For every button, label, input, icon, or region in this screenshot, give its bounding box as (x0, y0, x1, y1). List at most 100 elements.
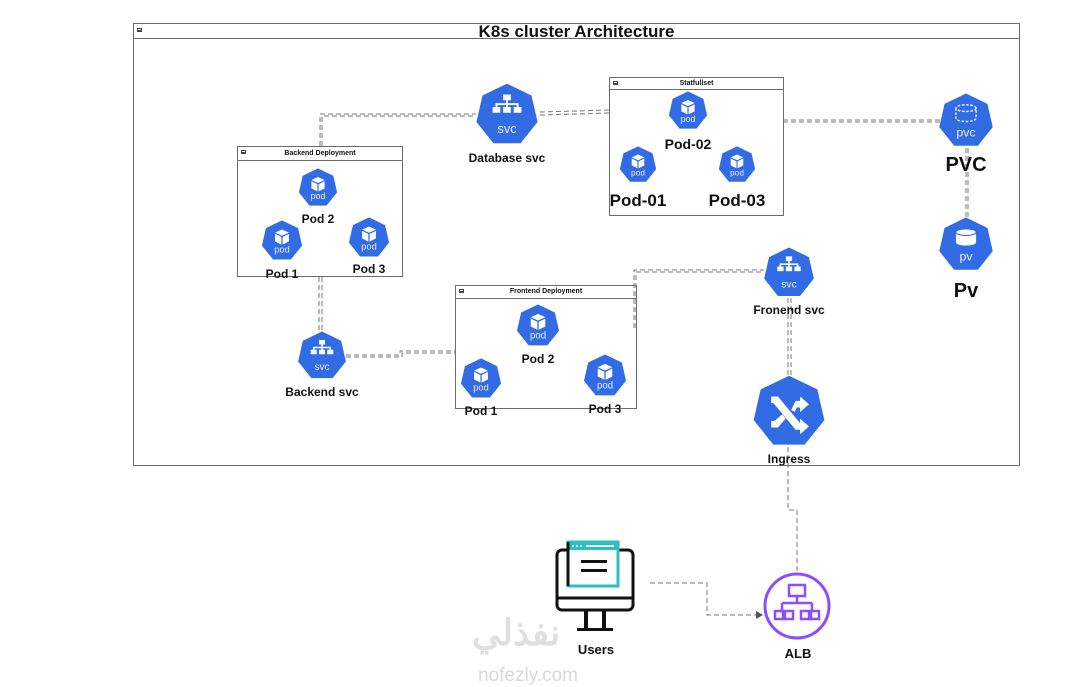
service-icon (492, 94, 522, 113)
pvc-node[interactable]: pvc (938, 93, 994, 149)
heptagon-shape (764, 247, 814, 296)
pv-label: Pv (953, 280, 979, 302)
icon-caption: pod (730, 168, 744, 178)
watermark-latin: nofezly.com (478, 665, 578, 686)
arrowhead (756, 611, 763, 619)
be-pod-1-node[interactable]: pod (261, 220, 303, 262)
pod-icon (530, 313, 546, 330)
fe-pod-3-node[interactable]: pod (583, 354, 627, 398)
sts-pod-03-node[interactable]: pod (718, 146, 756, 184)
icon-caption: pod (274, 245, 289, 255)
pv-icon (955, 228, 977, 246)
connector-frontend-fesvc (633, 269, 764, 328)
heptagon-shape (619, 146, 657, 182)
icon-caption: pvc (956, 126, 975, 140)
collapse-icon[interactable] (241, 150, 246, 154)
sts-pod-01-node[interactable]: pod (619, 146, 657, 184)
service-icon (310, 340, 334, 355)
pvc-icon (955, 104, 977, 123)
collapse-icon[interactable] (613, 81, 618, 85)
statefulset-header: Statfullset (610, 78, 783, 90)
connector-dbsvc-statefulset (539, 109, 611, 113)
database-svc-label: Database svc (468, 151, 546, 165)
heptagon-shape (583, 354, 627, 396)
collapse-icon[interactable] (459, 289, 464, 293)
backend-deployment-header: Backend Deployment (238, 147, 402, 161)
be-pod-2-node[interactable]: pod (298, 168, 338, 208)
fe-pod-3-label: Pod 3 (588, 402, 622, 416)
cluster-title: K8s cluster Architecture (478, 22, 675, 41)
icon-caption: pod (597, 380, 613, 391)
be-pod-2-label: Pod 2 (301, 212, 335, 226)
icon-caption: svc (315, 362, 330, 373)
fe-pod-1-node[interactable]: pod (460, 358, 502, 400)
ingress-label: Ingress (767, 452, 811, 466)
icon-caption: pv (959, 250, 973, 264)
icon-caption: pod (361, 242, 376, 252)
heptagon-shape (348, 217, 390, 257)
icon-caption: svc (497, 121, 517, 136)
heptagon-shape (460, 358, 502, 398)
connector-dbsvc-backend (319, 113, 476, 146)
connector-dbsvc-statefulset-2 (539, 112, 611, 116)
pvc-label: PVC (945, 154, 987, 176)
frontend-deployment-group: Frontend Deployment (455, 285, 637, 409)
heptagon-shape (939, 93, 993, 146)
connector-ingress-alb (787, 447, 798, 574)
icon-caption: pod (530, 330, 546, 341)
collapse-icon[interactable] (137, 28, 142, 32)
be-pod-1-label: Pod 1 (265, 267, 299, 281)
sts-pod-03-label: Pod-03 (708, 191, 766, 210)
frontend-svc-node[interactable]: svc (763, 247, 815, 299)
heptagon-shape (476, 83, 538, 144)
heptagon-shape (668, 91, 708, 129)
sts-pod-02-node[interactable]: pod (668, 91, 708, 131)
backend-svc-label: Backend svc (285, 385, 359, 399)
watermark-arabic: نفذلي (472, 612, 561, 653)
backend-svc-node[interactable]: svc (297, 331, 347, 381)
pv-node[interactable]: pv (938, 217, 994, 273)
sts-pod-02-label: Pod-02 (664, 136, 712, 152)
service-icon (777, 256, 801, 272)
ingress-node[interactable] (752, 375, 826, 449)
sts-pod-01-label: Pod-01 (609, 191, 667, 210)
icon-caption: pod (681, 114, 696, 124)
users-label: Users (577, 642, 615, 657)
heptagon-shape (298, 331, 346, 379)
backend-deployment-title: Backend Deployment (284, 150, 356, 157)
frontend-svc-label: Fronend svc (753, 303, 825, 317)
be-pod-3-node[interactable]: pod (348, 217, 390, 259)
be-pod-3-label: Pod 3 (352, 262, 386, 276)
connector-backendsvc-frontend-2 (346, 352, 456, 358)
frontend-deployment-header: Frontend Deployment (456, 286, 636, 299)
pod-icon (681, 100, 695, 115)
icon-caption: svc (781, 280, 797, 291)
icon-caption: pod (473, 383, 488, 393)
pod-icon (597, 363, 613, 380)
monitor-browser-icon[interactable] (553, 540, 637, 636)
connector-backendsvc-frontend (346, 350, 456, 356)
statefulset-title: Statfullset (679, 80, 714, 87)
fe-pod-1-label: Pod 1 (464, 404, 498, 418)
pod-icon (631, 154, 645, 169)
heptagon-shape (718, 146, 756, 182)
statefulset-group: Statfullset (609, 77, 784, 216)
backend-deployment-group: Backend Deployment (237, 146, 403, 277)
icon-caption: pod (631, 168, 645, 178)
pod-icon (730, 154, 744, 169)
frontend-deployment-title: Frontend Deployment (509, 288, 583, 295)
heptagon-shape (516, 304, 560, 346)
cluster-container: K8s cluster Architecture (133, 23, 1020, 466)
fe-pod-2-node[interactable]: pod (516, 304, 560, 348)
pod-icon (311, 177, 325, 192)
connector-users-alb (650, 582, 760, 616)
ingress-icon (771, 396, 809, 435)
heptagon-shape (298, 168, 338, 206)
fe-pod-2-label: Pod 2 (521, 352, 555, 366)
load-balancer-icon[interactable] (762, 571, 832, 641)
icon-caption: pod (311, 191, 326, 201)
heptagon-shape (261, 220, 303, 260)
database-svc-node[interactable]: svc (475, 83, 539, 147)
connector-dbsvc-backend-2 (321, 115, 476, 146)
